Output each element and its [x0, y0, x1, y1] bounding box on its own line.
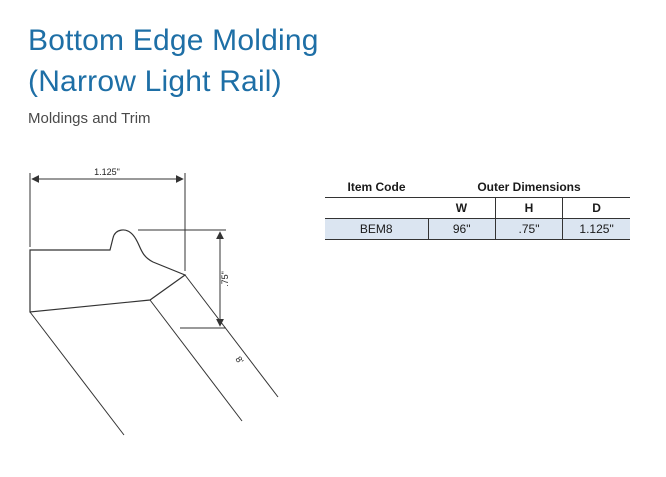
page-title-line2: (Narrow Light Rail) — [28, 65, 282, 98]
page-title-line1: Bottom Edge Molding — [28, 24, 319, 57]
page-subtitle: Moldings and Trim — [28, 110, 151, 127]
cell-item-code: BEM8 — [325, 218, 428, 240]
table-row: BEM8 96" .75" 1.125" — [325, 218, 630, 240]
table-header-row-2: W H D — [325, 197, 630, 219]
height-dimension-label: .75" — [220, 271, 230, 287]
col-header-d: D — [562, 197, 630, 219]
col-header-h: H — [494, 197, 563, 219]
col-header-w: W — [428, 197, 496, 219]
col-header-outer-dimensions: Outer Dimensions — [428, 177, 630, 198]
cell-d: 1.125" — [562, 218, 630, 240]
spec-table: Item Code Outer Dimensions W H D BEM8 96… — [325, 177, 630, 240]
width-dimension-label: 1.125" — [94, 167, 120, 177]
extrusion-line-left — [29, 311, 125, 436]
molding-profile-diagram: 1.125" 8' .75" — [29, 167, 279, 436]
col-header-item-code: Item Code — [325, 177, 428, 198]
extrusion-line-middle — [149, 299, 243, 422]
col-header-spacer — [325, 197, 428, 219]
length-dimension-label: 8' — [233, 354, 245, 366]
title-block: Bottom Edge Molding (Narrow Light Rail) … — [28, 20, 319, 127]
cell-h: .75" — [494, 218, 563, 240]
molding-profile-outline — [29, 229, 187, 313]
extrusion-line-right — [184, 274, 279, 398]
table-header-row-1: Item Code Outer Dimensions — [325, 177, 630, 198]
cell-w: 96" — [427, 218, 496, 240]
